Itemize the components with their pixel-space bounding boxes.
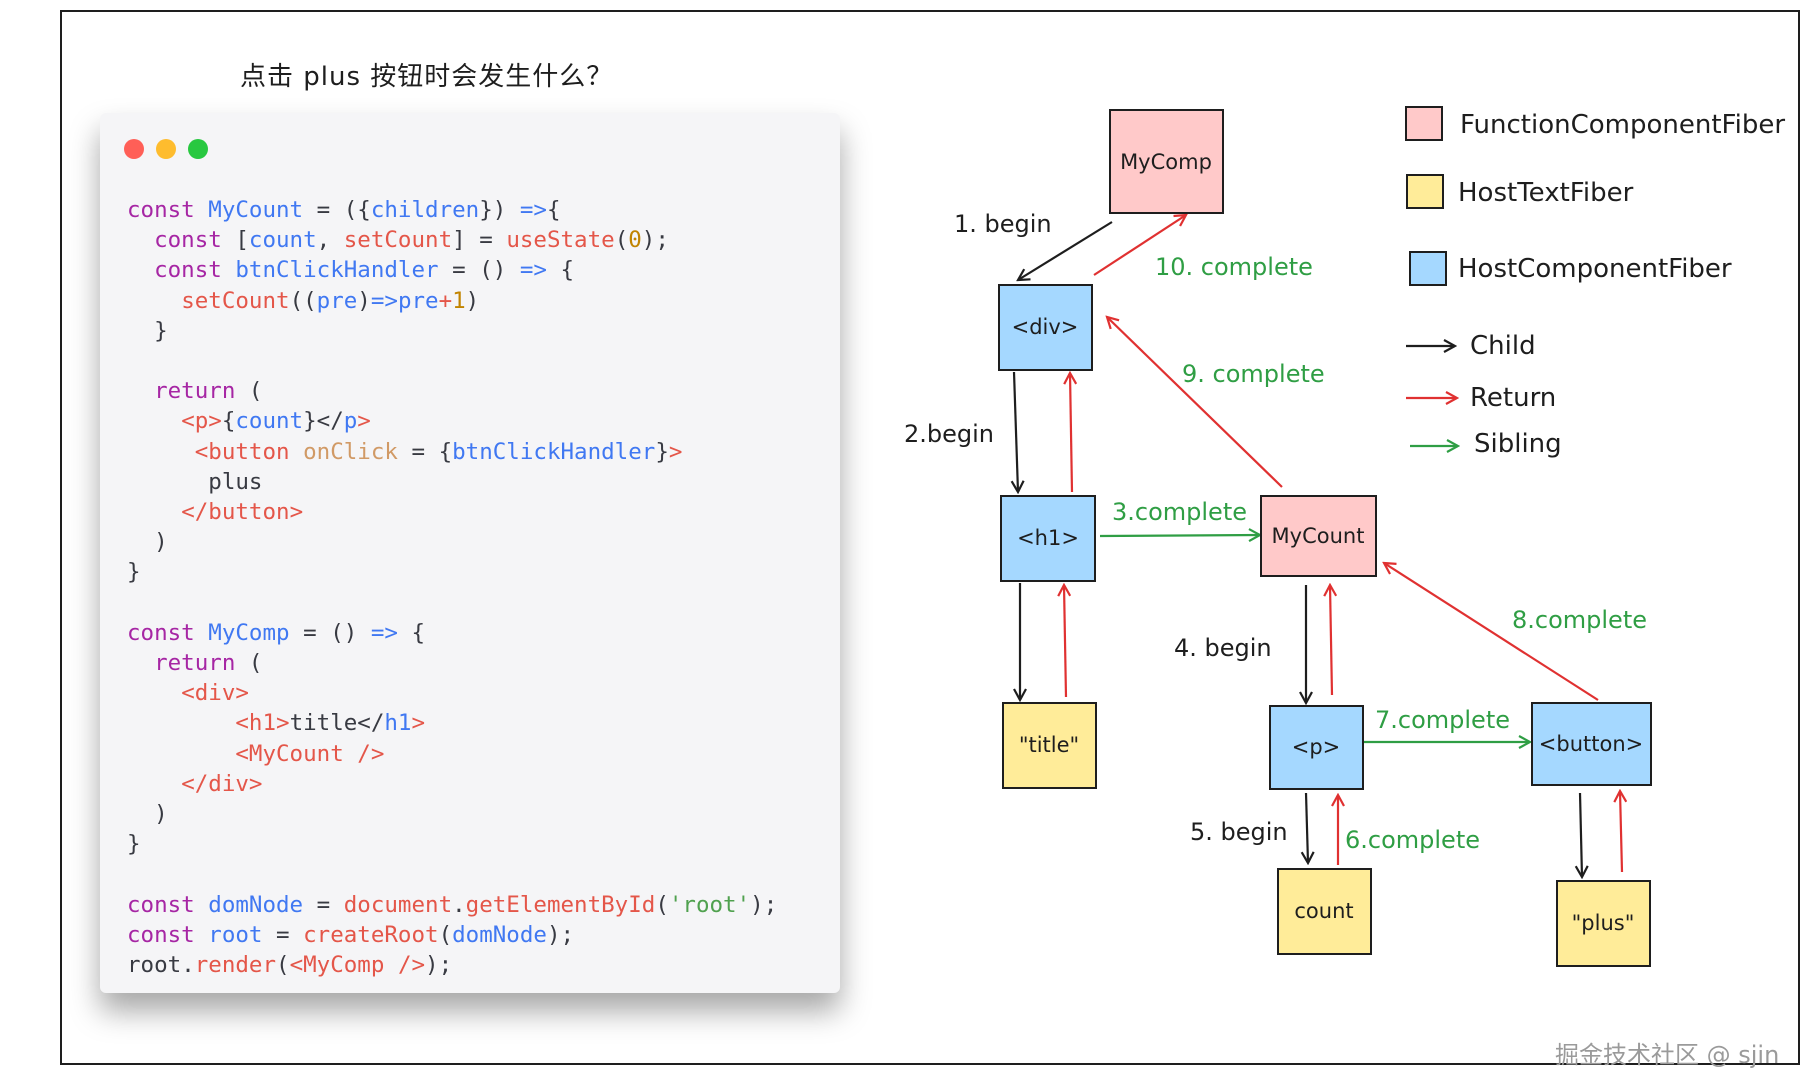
legend-swatch-function-fiber [1405, 106, 1443, 141]
step-label-6: 6.complete [1345, 826, 1480, 854]
arrow-button-return-mycount [1384, 563, 1599, 701]
legend: FunctionComponentFiber HostTextFiber Hos… [1405, 106, 1785, 459]
sibling-arrows [1099, 535, 1530, 742]
maximize-dot-icon [188, 139, 208, 159]
legend-label-child: Child [1470, 331, 1536, 361]
fiber-node-button: <button> [1531, 702, 1652, 786]
legend-swatch-host-component-fiber [1409, 251, 1447, 286]
legend-label-return: Return [1470, 383, 1556, 413]
step-label-3: 3.complete [1112, 498, 1247, 526]
fiber-node-count: count [1277, 868, 1372, 955]
node-label-title: "title" [1019, 733, 1079, 757]
minimize-dot-icon [156, 139, 176, 159]
watermark: 掘金技术社区 @ sjin [1555, 1041, 1780, 1069]
step-label-10: 10. complete [1155, 253, 1313, 281]
fiber-node-div: <div> [998, 284, 1093, 371]
code-block: const MyCount = ({children}) =>{ const [… [127, 197, 778, 979]
child-arrows [1014, 221, 1582, 877]
node-label-count: count [1294, 899, 1353, 923]
arrow-title-return-h1 [1064, 585, 1066, 698]
legend-label-function-fiber: FunctionComponentFiber [1460, 110, 1785, 140]
return-arrows [1064, 215, 1622, 873]
arrow-h1-sibling-mycount [1099, 535, 1260, 536]
fiber-node-plus: "plus" [1556, 880, 1651, 967]
arrow-p-return-mycount [1330, 585, 1332, 696]
arrow-plus-return-button [1620, 791, 1622, 873]
fiber-node-mycount: MyCount [1260, 495, 1377, 577]
arrow-h1-return-div [1070, 373, 1072, 493]
node-label-mycount: MyCount [1272, 524, 1365, 548]
arrow-mycomp-to-div [1018, 221, 1113, 280]
page-title: 点击 plus 按钮时会发生什么？ [240, 62, 614, 92]
node-label-button: <button> [1539, 732, 1643, 756]
step-label-7: 7.complete [1375, 706, 1510, 734]
step-label-1: 1. begin [954, 210, 1052, 238]
fiber-node-mycomp: MyComp [1109, 109, 1224, 214]
legend-swatch-host-text-fiber [1406, 174, 1444, 209]
arrow-p-to-count [1306, 792, 1308, 863]
step-label-9: 9. complete [1182, 360, 1325, 388]
node-label-plus: "plus" [1572, 911, 1635, 935]
legend-label-host-component-fiber: HostComponentFiber [1458, 254, 1732, 284]
fiber-node-h1: <h1> [1000, 495, 1096, 582]
arrow-div-to-h1 [1014, 371, 1018, 492]
fiber-node-p: <p> [1269, 705, 1364, 790]
step-label-4: 4. begin [1174, 634, 1272, 662]
arrow-mycount-return-div [1107, 317, 1283, 488]
node-label-div: <div> [1012, 315, 1079, 339]
step-label-5: 5. begin [1190, 818, 1288, 846]
node-label-p: <p> [1292, 735, 1341, 759]
legend-label-host-text-fiber: HostTextFiber [1458, 178, 1634, 208]
step-label-8: 8.complete [1512, 606, 1647, 634]
step-label-2: 2.begin [904, 420, 994, 448]
window-controls [124, 139, 220, 163]
arrow-button-to-plus [1580, 792, 1582, 877]
node-label-h1: <h1> [1017, 526, 1079, 550]
code-window: const MyCount = ({children}) =>{ const [… [100, 113, 840, 993]
node-label-mycomp: MyComp [1120, 150, 1212, 174]
close-dot-icon [124, 139, 144, 159]
fiber-node-title: "title" [1002, 702, 1097, 789]
legend-label-sibling: Sibling [1474, 429, 1562, 459]
arrow-div-return-mycomp [1093, 215, 1186, 276]
